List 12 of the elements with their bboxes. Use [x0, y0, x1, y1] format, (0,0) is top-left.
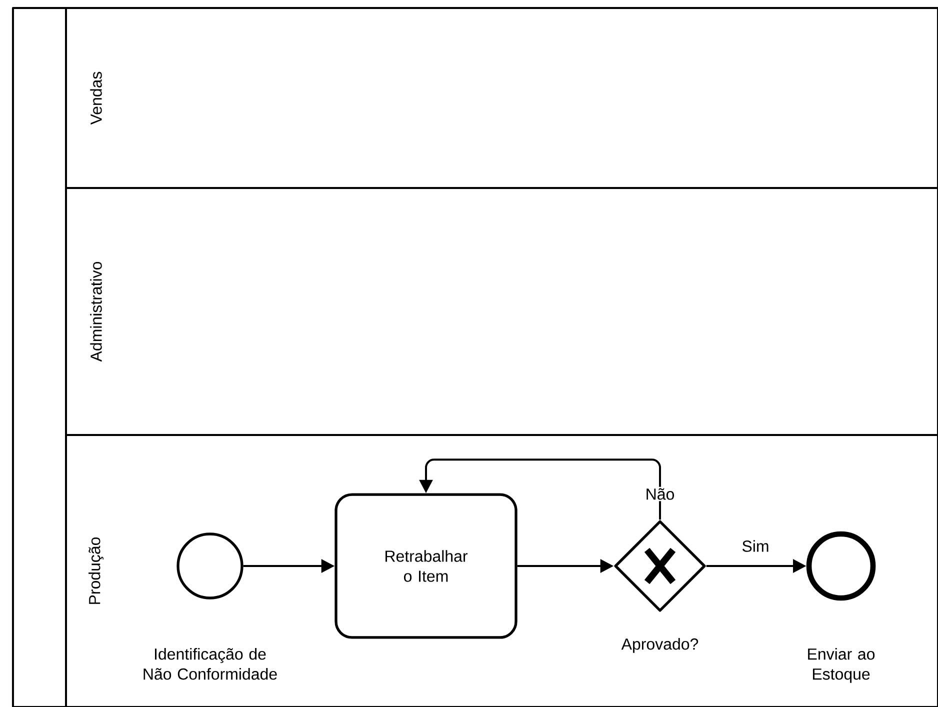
lane-box: Administrativo	[65, 187, 938, 436]
event-label: Aprovado?	[621, 638, 698, 653]
start-event-circle	[176, 532, 244, 600]
pool-frame	[12, 7, 938, 707]
lane-box: Vendas	[65, 7, 938, 189]
edge-label: Sim	[740, 538, 771, 554]
task-box: Retrabalhar o Item	[334, 493, 518, 639]
edge-label: Não	[644, 486, 676, 502]
gateway-diamond	[614, 520, 706, 612]
event-label: Enviar ao Estoque	[808, 648, 875, 683]
event-label: Identificação de Não Conformidade	[144, 648, 277, 680]
end-event-circle	[806, 531, 876, 601]
